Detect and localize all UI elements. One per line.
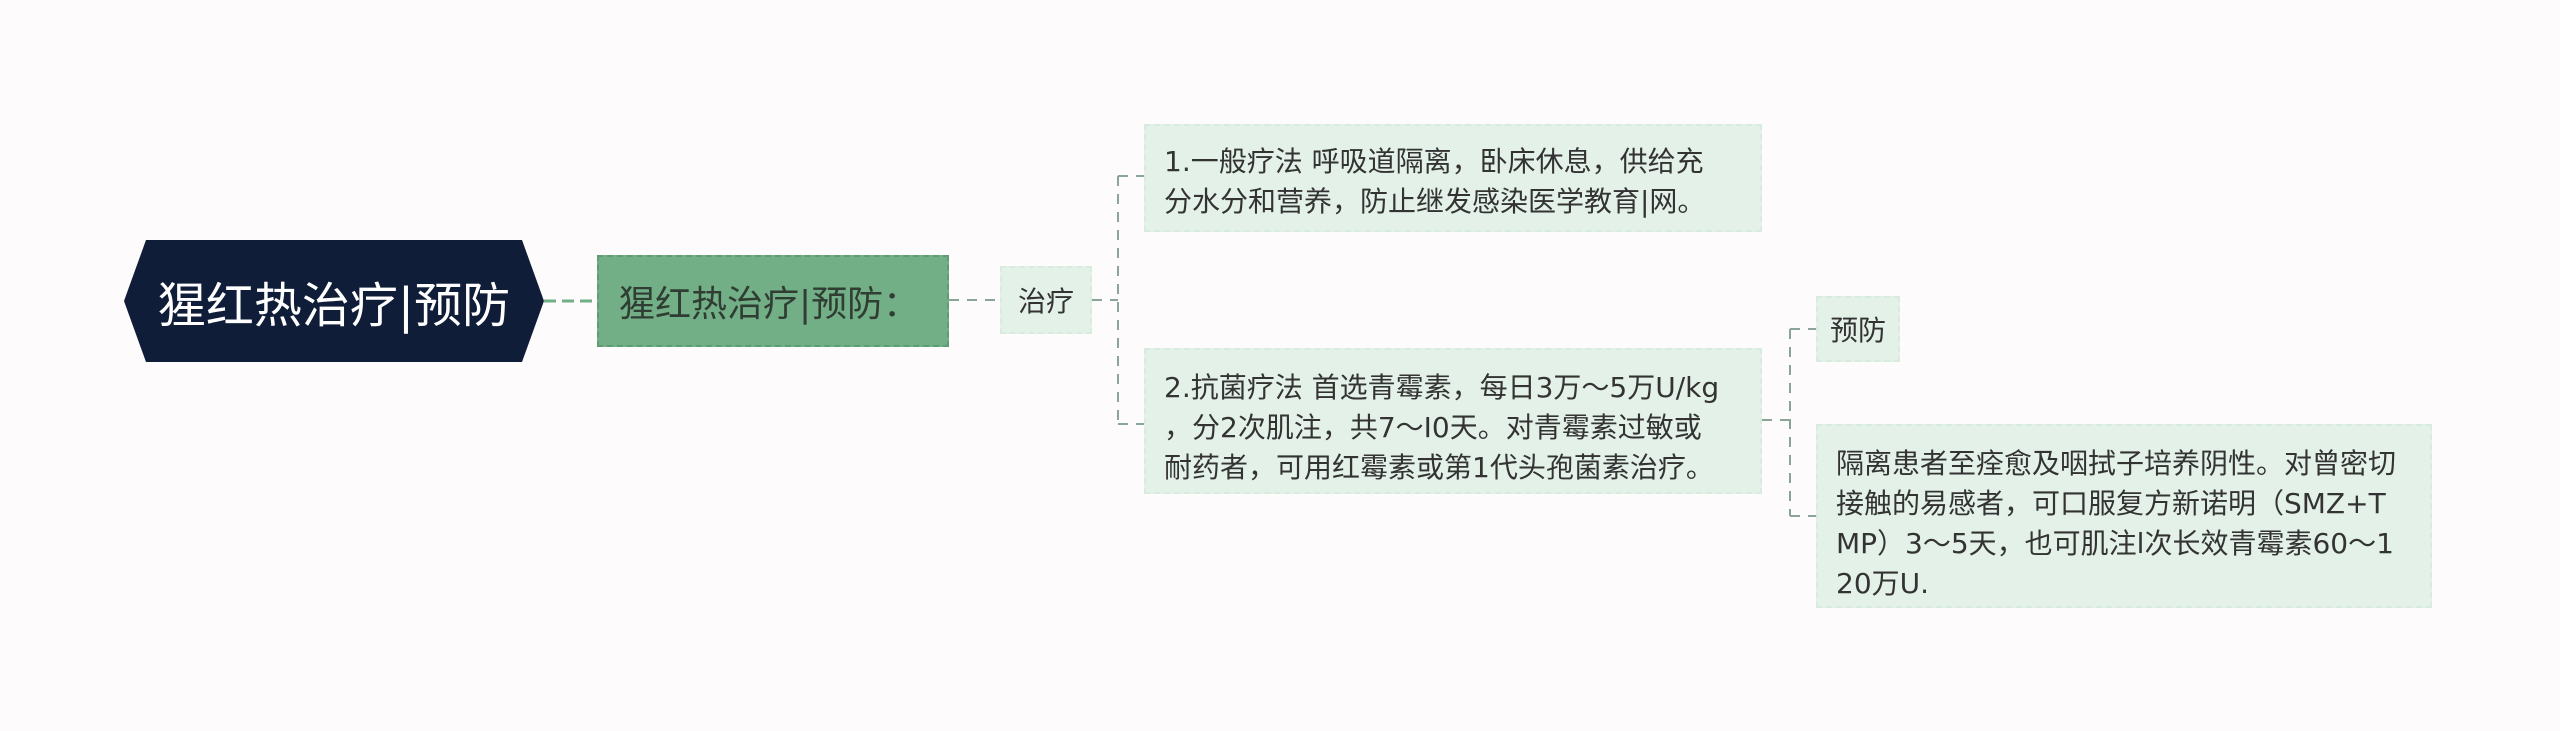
leaf-text-line: 隔离患者至痊愈及咽拭子培养阴性。对曾密切	[1836, 447, 2397, 480]
leaf-text-line: ，分2次肌注，共7～I0天。对青霉素过敏或	[1164, 411, 1702, 444]
leaf-text-line: 20万U.	[1836, 567, 1930, 600]
leaf-text-line: 耐药者，可用红霉素或第1代头孢菌素治疗。	[1164, 451, 1714, 484]
prevention-node[interactable]: 预防	[1816, 296, 1900, 362]
leaf-text-line: 2.抗菌疗法 首选青霉素，每日3万～5万U/kg	[1164, 371, 1720, 404]
leaf-text-line: 1.一般疗法 呼吸道隔离，卧床休息，供给充	[1164, 145, 1704, 178]
leaf-text-line: 接触的易感者，可口服复方新诺明（SMZ+T	[1836, 487, 2386, 520]
general-therapy-node[interactable]: 1.一般疗法 呼吸道隔离，卧床休息，供给充 分水分和营养，防止继发感染医学教育|…	[1144, 124, 1762, 232]
antibacterial-therapy-node[interactable]: 2.抗菌疗法 首选青霉素，每日3万～5万U/kg ，分2次肌注，共7～I0天。对…	[1144, 348, 1762, 494]
leaf-text-line: 分水分和营养，防止继发感染医学教育|网。	[1164, 185, 1706, 218]
prevention-detail-node[interactable]: 隔离患者至痊愈及咽拭子培养阴性。对曾密切 接触的易感者，可口服复方新诺明（SMZ…	[1816, 424, 2432, 608]
treatment-node[interactable]: 治疗	[1000, 266, 1092, 334]
leaf-text-line: MP）3～5天，也可肌注l次长效青霉素60～1	[1836, 527, 2394, 560]
topic-node[interactable]: 猩红热治疗|预防：	[597, 255, 949, 347]
root-node[interactable]: 猩红热治疗|预防	[124, 240, 544, 362]
